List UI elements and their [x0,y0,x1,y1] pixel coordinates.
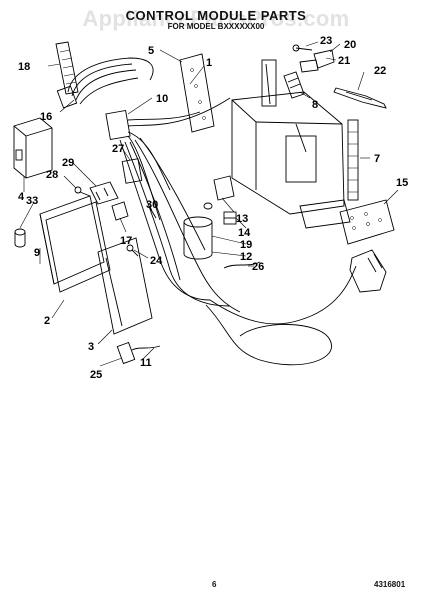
page-number: 6 [212,580,217,589]
part-19-12-capacitor [183,202,213,260]
callout-16: 16 [40,111,52,123]
callout-7: 7 [374,153,380,165]
callout-1: 1 [206,57,212,69]
watermark: AppliancePartsPros.com [82,6,350,31]
callout-13: 13 [236,213,248,225]
part-14-connector [223,211,237,225]
callout-30: 30 [146,199,158,211]
part-16-wire-harness [56,57,154,109]
callout-23: 23 [320,35,332,47]
part-18-heat-sink [55,41,79,95]
callout-26: 26 [252,261,264,273]
callout-4: 4 [18,191,25,203]
part-13-bracket [213,175,235,201]
callout-9: 9 [34,247,40,259]
callout-5: 5 [148,45,154,57]
diagram-subtitle: FOR MODEL BXXXXXX00 [167,22,265,31]
callout-27: 27 [112,143,124,155]
part-3-cover-panel [97,237,153,335]
callout-18: 18 [18,61,30,73]
callout-20: 20 [344,39,356,51]
part-7-connector-strip [347,119,359,201]
leader-lines [19,41,399,367]
part-21-clip [299,59,319,73]
diagram-title: CONTROL MODULE PARTS [125,8,307,23]
part-2-cover-panel [45,201,111,293]
callout-22: 22 [374,65,386,77]
part-11-wire [131,345,161,351]
part-25-plug [116,341,136,365]
part-26-wire [223,261,261,269]
callout-8: 8 [312,99,318,111]
part-29-terminal [89,181,119,205]
callout-14: 14 [238,227,251,239]
part-4-bracket [13,117,53,179]
callout-15: 15 [396,177,408,189]
callout-2: 2 [44,315,50,327]
part-17-bracket [111,201,129,221]
part-23-screw [292,44,313,52]
callout-21: 21 [338,55,350,67]
part-1-enclosure [231,59,351,229]
callout-24: 24 [150,255,163,267]
callout-17: 17 [120,235,132,247]
callout-12: 12 [240,251,252,263]
part-24-screw [126,244,139,257]
callout-10: 10 [156,93,168,105]
callout-11: 11 [140,357,152,369]
part-5-control-board [179,53,215,133]
part-9-cover-panel [39,195,105,285]
part-28-screw [74,186,91,197]
callout-33: 33 [26,195,38,207]
part-27-switch [121,158,143,184]
main-wire-bundle [119,137,241,313]
power-cord [205,249,387,366]
part-22-sensor-bar [333,87,387,109]
callout-28: 28 [46,169,58,181]
part-30-wire-tie [149,207,157,219]
callout-19: 19 [240,239,252,251]
document-number: 4316801 [374,580,406,589]
callout-25: 25 [90,369,102,381]
part-8-relay [283,71,305,99]
part-33-bushing [14,228,26,248]
callout-29: 29 [62,157,74,169]
part-15-control-panel [339,199,395,245]
callout-3: 3 [88,341,94,353]
